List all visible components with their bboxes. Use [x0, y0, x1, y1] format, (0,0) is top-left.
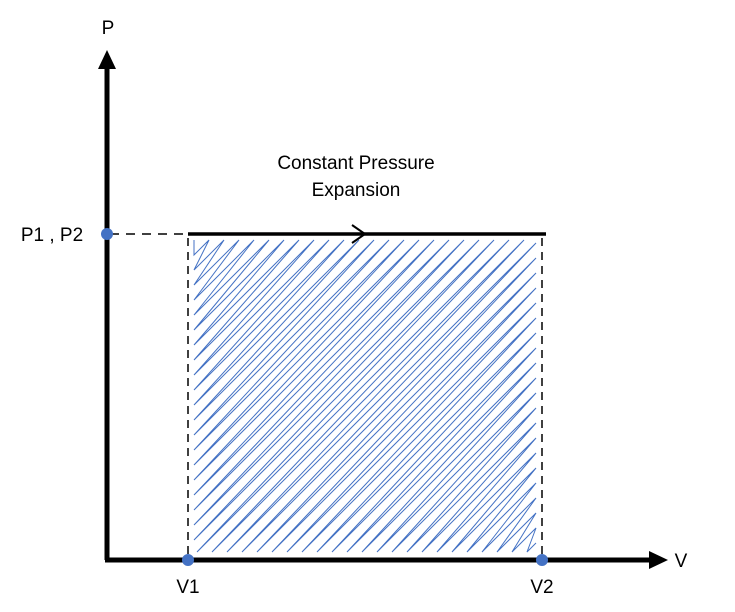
- x-axis-arrowhead: [649, 551, 668, 569]
- v1-marker: [182, 554, 194, 566]
- x-axis-label: V: [675, 551, 688, 572]
- work-area-hatch: [193, 239, 537, 553]
- process-direction-arrow: [351, 224, 367, 244]
- pressure-label: P1 , P2: [21, 225, 83, 246]
- process-label-line1: Constant Pressure: [277, 153, 434, 174]
- v2-marker: [536, 554, 548, 566]
- y-axis-label: P: [102, 18, 115, 39]
- v1-label: V1: [176, 577, 199, 598]
- pressure-marker: [101, 228, 113, 240]
- y-axis-arrowhead: [98, 50, 116, 69]
- process-label-line2: Expansion: [312, 180, 401, 201]
- v2-label: V2: [530, 577, 553, 598]
- hatch-scribble: [193, 239, 537, 553]
